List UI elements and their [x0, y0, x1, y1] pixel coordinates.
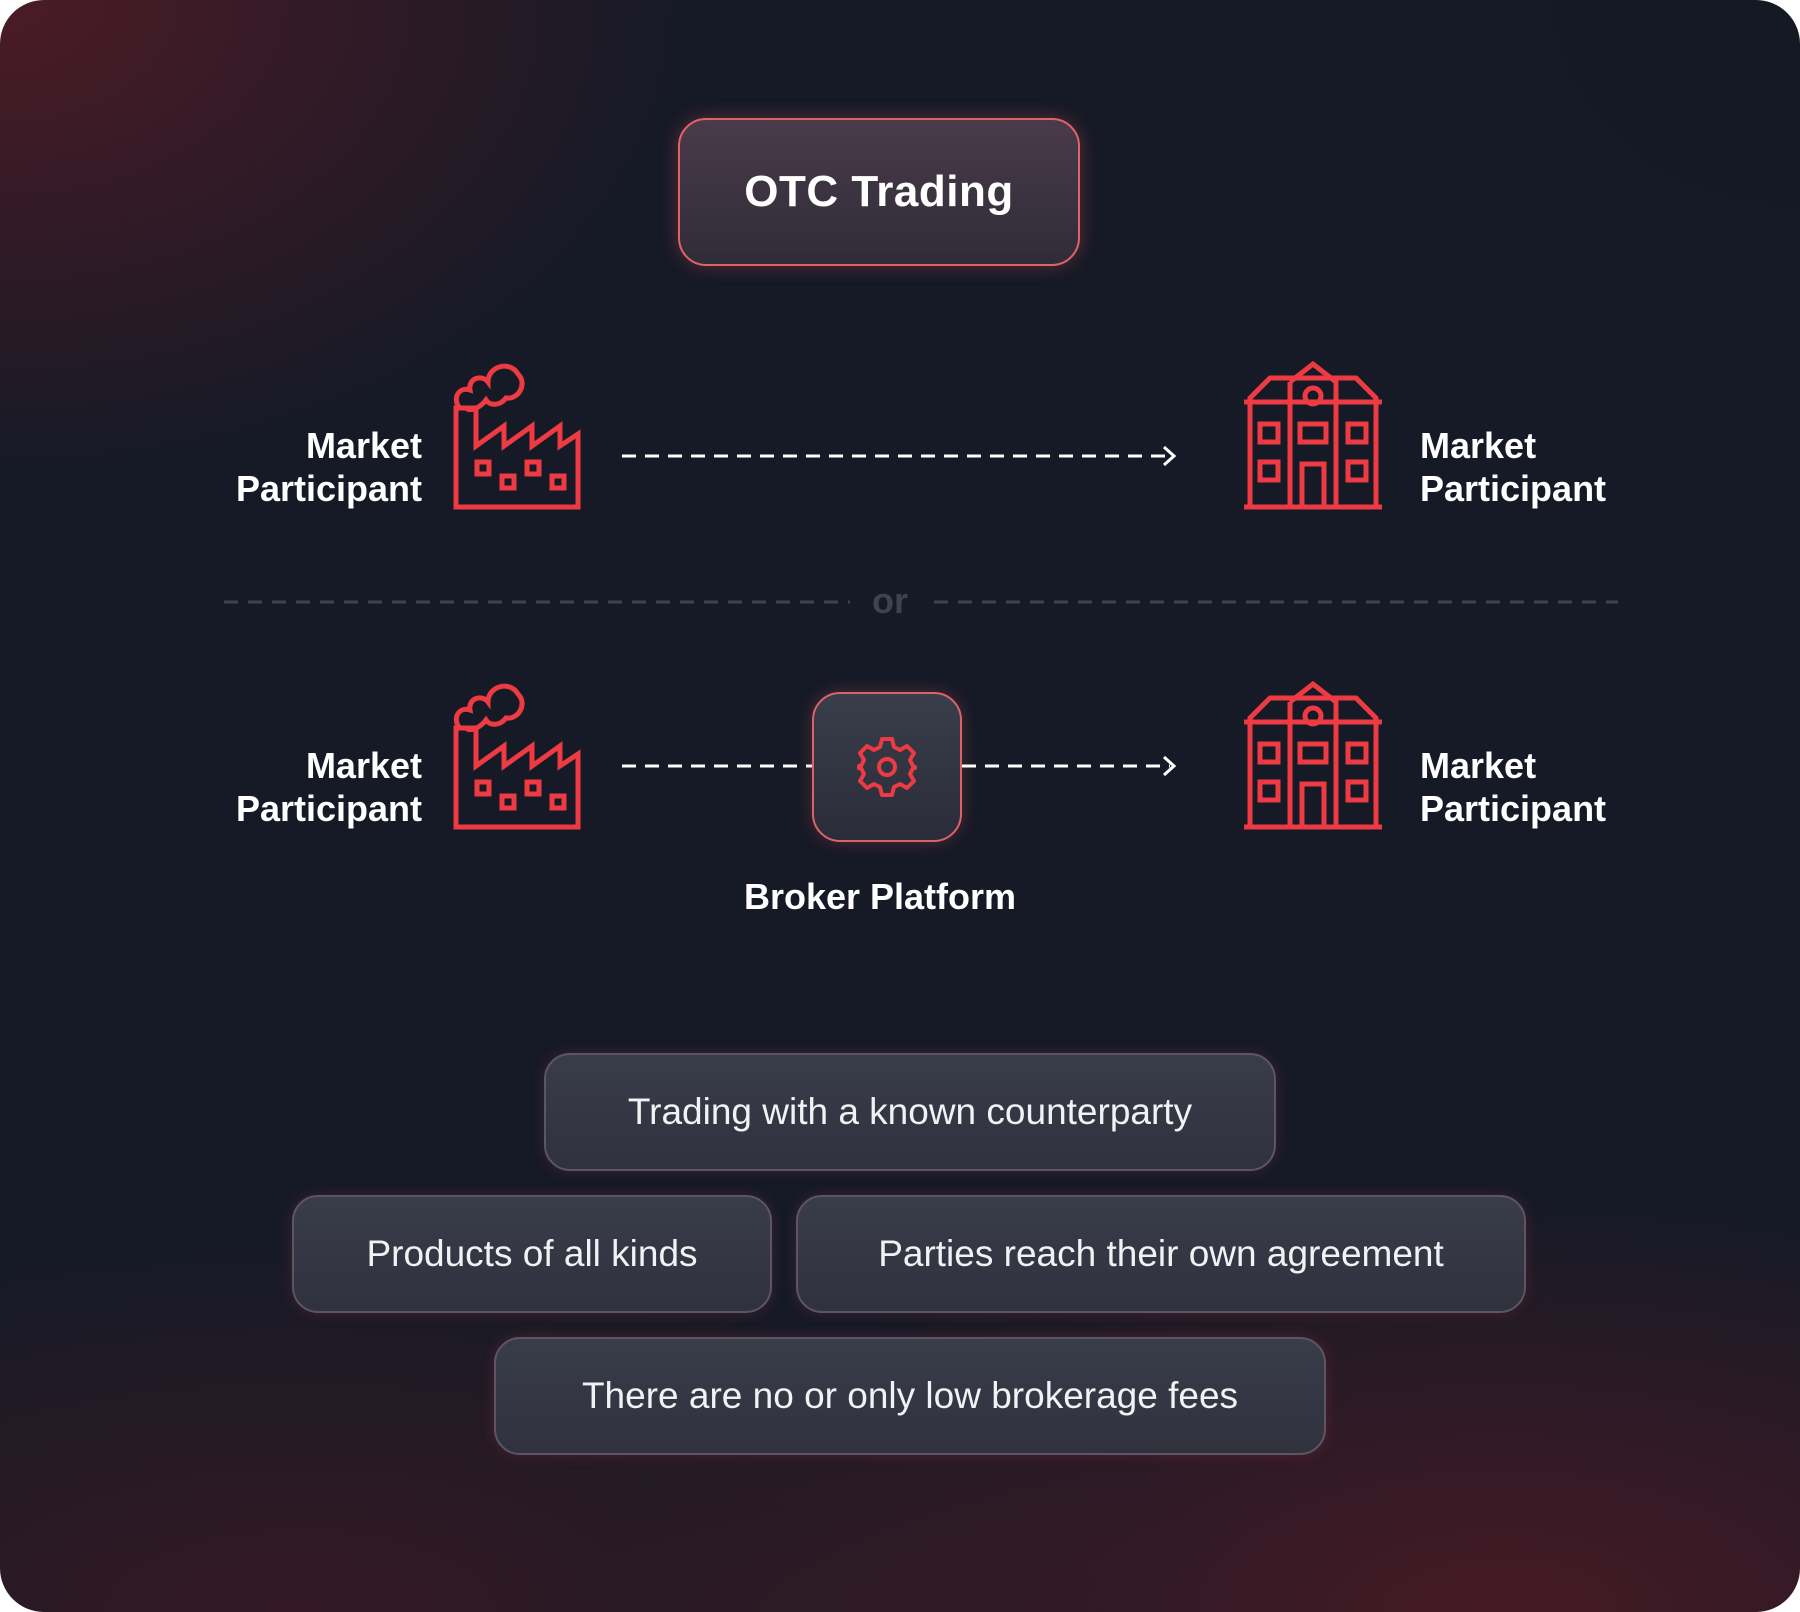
- or-separator: or: [872, 580, 908, 621]
- row1-right-label: Market Participant: [1420, 424, 1660, 510]
- gear-icon: [857, 737, 917, 797]
- row1-left-label: Market Participant: [200, 424, 422, 510]
- row2-arrow-right-segment: [962, 755, 1177, 777]
- row2-left-label-line2: Participant: [235, 788, 422, 829]
- building-icon: [1244, 680, 1382, 830]
- row2-arrow-left-segment: [622, 764, 812, 768]
- row2-left-label-line1: Market: [305, 745, 422, 786]
- factory-icon: [453, 363, 581, 510]
- building-icon: [1244, 360, 1382, 510]
- row1-left-label-line2: Participant: [235, 468, 422, 509]
- row2-right-label: Market Participant: [1420, 744, 1660, 830]
- broker-platform-box: [812, 692, 962, 842]
- row1-right-label-line2: Participant: [1420, 468, 1607, 509]
- separator-line-left: [224, 600, 850, 604]
- row2-left-label: Market Participant: [200, 744, 422, 830]
- row2-right-label-line1: Market: [1420, 745, 1537, 786]
- separator-line-right: [934, 600, 1618, 604]
- row1-right-label-line1: Market: [1420, 425, 1537, 466]
- page-title: OTC Trading: [744, 167, 1014, 216]
- row1-left-label-line1: Market: [305, 425, 422, 466]
- row1-arrow: [622, 445, 1177, 467]
- broker-platform-label: Broker Platform: [743, 876, 1017, 917]
- feature-low-fees: There are no or only low brokerage fees: [494, 1337, 1326, 1455]
- factory-icon: [453, 683, 581, 830]
- title-box: OTC Trading: [678, 118, 1080, 266]
- feature-products-all-kinds: Products of all kinds: [292, 1195, 772, 1313]
- feature-own-agreement: Parties reach their own agreement: [796, 1195, 1526, 1313]
- feature-known-counterparty: Trading with a known counterparty: [544, 1053, 1276, 1171]
- row2-right-label-line2: Participant: [1420, 788, 1607, 829]
